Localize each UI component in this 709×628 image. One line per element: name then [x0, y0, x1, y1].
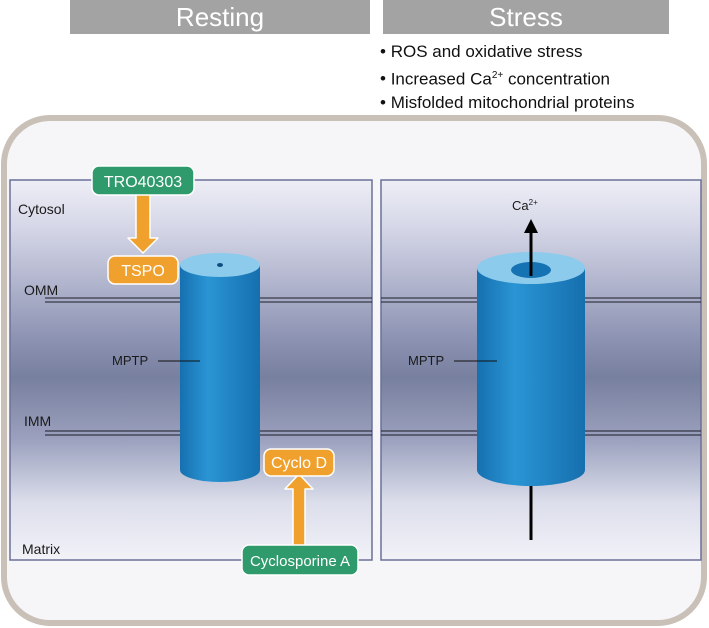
cytosol-label: Cytosol — [18, 201, 65, 217]
cyclo-d-text: Cyclo D — [271, 455, 327, 472]
stress-conditions-list: ROS and oxidative stress Increased Ca2+ … — [380, 40, 635, 115]
header-resting: Resting — [70, 0, 370, 34]
omm-label: OMM — [24, 282, 58, 298]
stress-condition-item: Increased Ca2+ concentration — [380, 64, 634, 91]
tro40303-box: TRO40303 — [91, 165, 195, 196]
imm-label: IMM — [24, 413, 51, 429]
tro40303-text: TRO40303 — [104, 174, 182, 191]
stress-condition-item: ROS and oxidative stress — [380, 40, 634, 64]
header-stress: Stress — [383, 0, 669, 34]
tspo-box: TSPO — [107, 255, 179, 285]
channel-pore-closed — [217, 263, 223, 267]
matrix-label: Matrix — [22, 541, 60, 557]
cyclo-d-box: Cyclo D — [263, 448, 335, 477]
ca-ion-label: Ca2+ — [512, 198, 538, 213]
mptp-label-resting: MPTP — [112, 353, 148, 368]
mptp-channel-closed — [180, 253, 260, 482]
cyclosporine-a-text: Cyclosporine A — [250, 553, 350, 570]
ca-arrow-head — [524, 219, 538, 233]
stress-condition-item: Misfolded mitochondrial proteins — [380, 91, 635, 115]
cyclosporine-arrow — [284, 473, 314, 549]
cyclosporine-a-box: Cyclosporine A — [241, 544, 359, 576]
mptp-label-stress: MPTP — [408, 353, 444, 368]
tro40303-arrow — [127, 192, 159, 254]
tspo-text: TSPO — [121, 263, 165, 280]
mptp-channel-open — [477, 252, 585, 486]
